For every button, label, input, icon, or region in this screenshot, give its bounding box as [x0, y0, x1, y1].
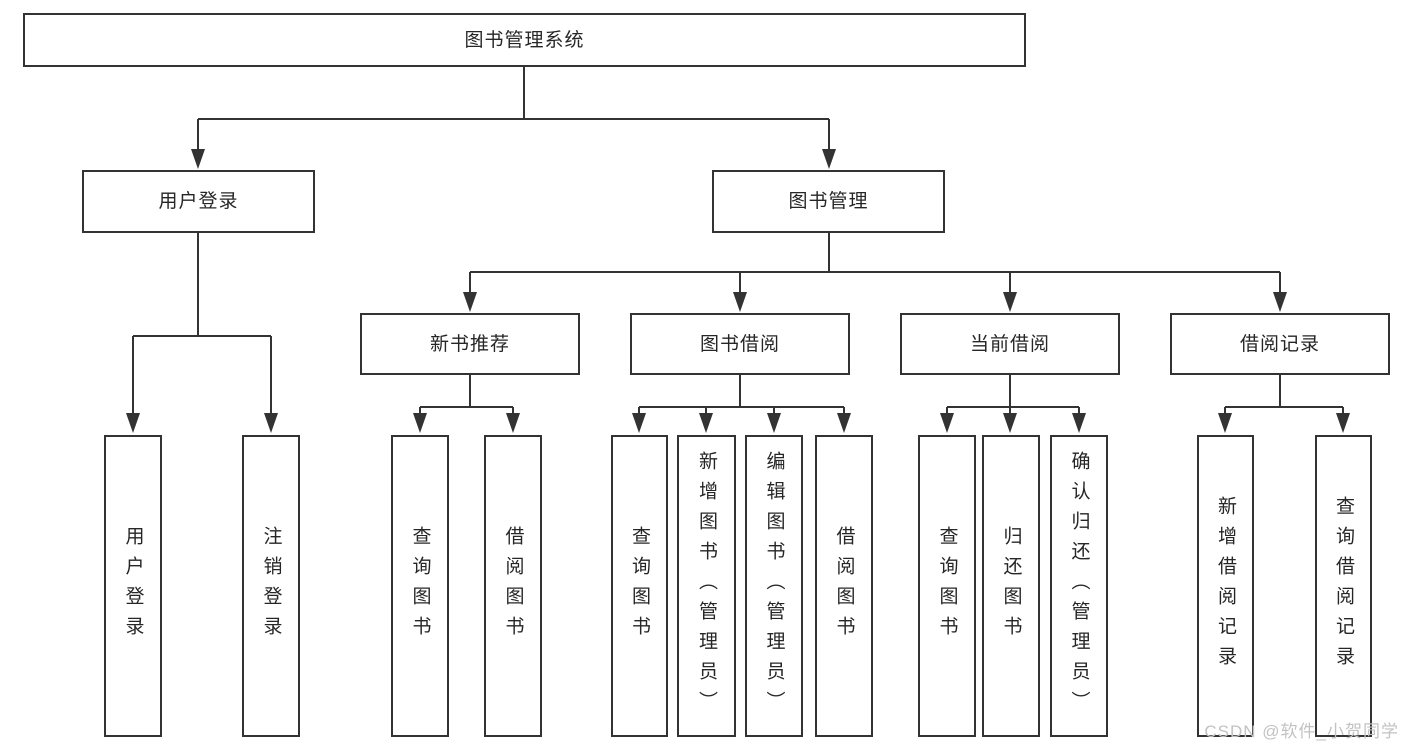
node-new-book-recommendation: 新书推荐	[360, 313, 580, 375]
leaf-user-login: 用户登录	[104, 435, 162, 737]
leaf-return-book: 归还图书	[982, 435, 1040, 737]
node-book-management: 图书管理	[712, 170, 945, 233]
leaf-query-book-current: 查询图书	[918, 435, 976, 737]
leaf-query-book-borrowing: 查询图书	[611, 435, 668, 737]
leaf-add-book-admin: 新增图书（管理员）	[677, 435, 736, 737]
leaf-query-borrow-record: 查询借阅记录	[1315, 435, 1372, 737]
leaf-edit-book-admin: 编辑图书（管理员）	[745, 435, 803, 737]
node-user-login: 用户登录	[82, 170, 315, 233]
leaf-confirm-return-admin: 确认归还（管理员）	[1050, 435, 1108, 737]
leaf-borrow-book-recommend: 借阅图书	[484, 435, 542, 737]
node-book-borrowing: 图书借阅	[630, 313, 850, 375]
csdn-watermark: CSDN @软件_小贺同学	[1204, 722, 1399, 741]
node-library-management-system: 图书管理系统	[23, 13, 1026, 67]
node-borrowing-records: 借阅记录	[1170, 313, 1390, 375]
leaf-logout: 注销登录	[242, 435, 300, 737]
node-current-borrowing: 当前借阅	[900, 313, 1120, 375]
leaf-add-borrow-record: 新增借阅记录	[1197, 435, 1254, 737]
leaf-borrow-book-borrowing: 借阅图书	[815, 435, 873, 737]
leaf-query-book-recommend: 查询图书	[391, 435, 449, 737]
